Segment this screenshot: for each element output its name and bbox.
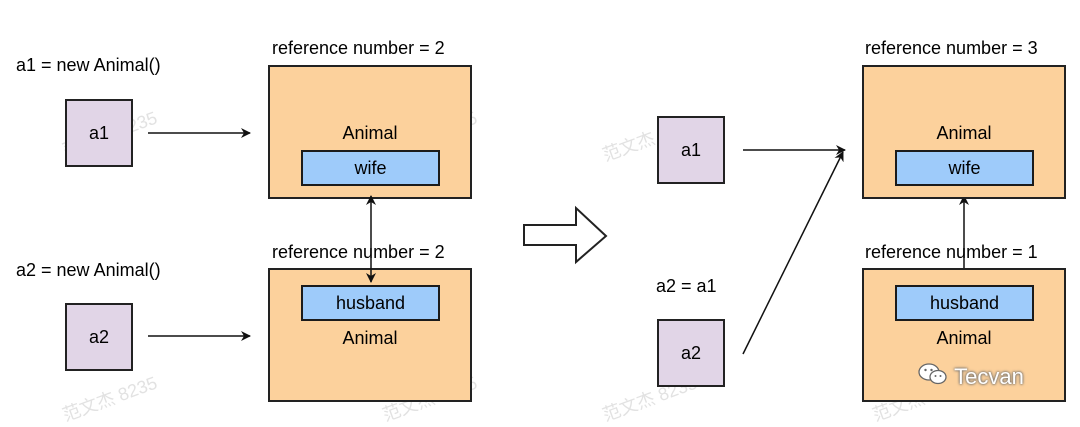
a1-assignment: a1 = new Animal() bbox=[16, 55, 161, 75]
logo: Tecvan bbox=[918, 362, 1024, 392]
variable-a2: a2 bbox=[657, 319, 725, 387]
variable-a2: a2 bbox=[65, 303, 133, 371]
object-name: Animal bbox=[342, 328, 398, 348]
reference-count-label: reference number = 2 bbox=[272, 242, 445, 262]
a2-assignment: a2 = a1 bbox=[656, 276, 717, 296]
reference-count-label: reference number = 2 bbox=[272, 38, 445, 58]
object-name: Animal bbox=[342, 123, 398, 143]
variable-a1: a1 bbox=[657, 116, 725, 184]
logo-text: Tecvan bbox=[954, 364, 1024, 389]
animal-object-1: Animal wife bbox=[268, 65, 472, 199]
reference-count-label: reference number = 3 bbox=[865, 38, 1038, 58]
variable-a1: a1 bbox=[65, 99, 133, 167]
animal-object-2: husband Animal bbox=[862, 268, 1066, 402]
animal-object-2: husband Animal bbox=[268, 268, 472, 402]
variable-label: a2 bbox=[680, 342, 702, 363]
field-husband: husband bbox=[301, 285, 440, 321]
reference-count-label: reference number = 1 bbox=[865, 242, 1038, 262]
wechat-icon bbox=[918, 362, 948, 392]
object-name: Animal bbox=[936, 328, 992, 348]
variable-label: a1 bbox=[680, 139, 702, 160]
field-wife: wife bbox=[301, 150, 440, 186]
variable-label: a2 bbox=[88, 326, 110, 347]
a2-assignment: a2 = new Animal() bbox=[16, 260, 161, 280]
reference-arrow bbox=[742, 151, 844, 355]
variable-label: a1 bbox=[88, 122, 110, 143]
object-name: Animal bbox=[936, 123, 992, 143]
field-wife: wife bbox=[895, 150, 1034, 186]
animal-object-1: Animal wife bbox=[862, 65, 1066, 199]
field-husband: husband bbox=[895, 285, 1034, 321]
transition-arrow bbox=[523, 205, 608, 265]
